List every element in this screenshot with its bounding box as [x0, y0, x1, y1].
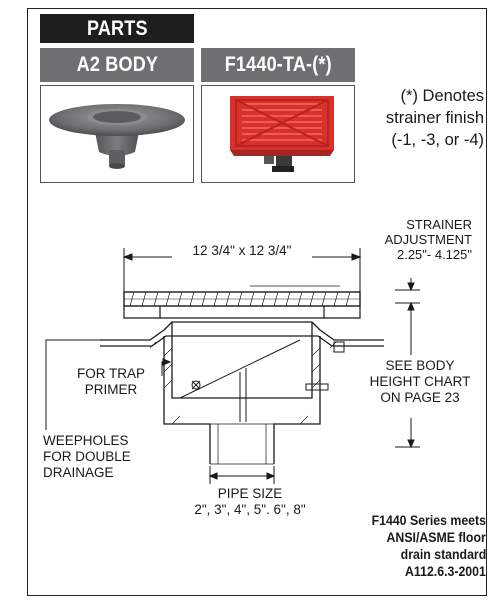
body-photo [40, 85, 194, 183]
trap-primer-line-1: FOR TRAP [76, 366, 145, 381]
interior-baffle [179, 339, 329, 422]
spec-frame [27, 8, 487, 596]
finish-note-line-2: strainer finish [385, 109, 484, 127]
body-height-dimension [395, 314, 420, 449]
part-label-body: A2 BODY [76, 53, 158, 76]
pipe-size-title: PIPE SIZE [217, 486, 283, 501]
strainer-grate [123, 285, 361, 307]
width-dimension-line [122, 248, 362, 292]
weepholes-leader [45, 339, 100, 430]
standard-line-1: F1440 Series meets [371, 512, 486, 528]
adjustable-collar [123, 306, 361, 319]
finish-note-line-1: (*) Denotes [400, 87, 484, 105]
weepholes-line-2: FOR DOUBLE [43, 449, 131, 464]
strainer-image [230, 96, 334, 172]
body-height-callout: SEE BODY HEIGHT CHART ON PAGE 23 [360, 358, 480, 406]
strainer-adjustment-dimension [395, 278, 420, 314]
standard-statement: F1440 Series meets ANSI/ASME floor drain… [300, 512, 486, 580]
weepholes-line-1: WEEPHOLES [43, 433, 129, 448]
width-dimension-label: 12 3/4" x 12 3/4" [192, 243, 292, 258]
weepholes-line-3: DRAINAGE [43, 465, 114, 480]
body-hatching [149, 341, 337, 425]
weepholes-callout: WEEPHOLES FOR DOUBLE DRAINAGE [43, 433, 183, 481]
trap-primer-leader [161, 341, 345, 376]
parts-header: PARTS [40, 14, 194, 43]
finish-note: (*) Denotes strainer finish (-1, -3, or … [360, 85, 484, 151]
body-height-line-2: HEIGHT CHART [369, 374, 471, 389]
body-height-line-3: ON PAGE 23 [380, 390, 460, 405]
strainer-adjustment-line-2: ADJUSTMENT [384, 232, 472, 247]
body-height-line-1: SEE BODY [385, 358, 455, 373]
strainer-adjustment-callout: STRAINER ADJUSTMENT 2.25"- 4.125" [330, 217, 472, 262]
strainer-photo [201, 85, 355, 183]
part-header-strainer: F1440-TA-(*) [201, 48, 355, 82]
finish-note-line-3: (-1, -3, or -4) [391, 131, 484, 149]
drain-body-image [49, 104, 185, 169]
pipe-size-dimension [208, 466, 276, 484]
part-label-strainer: F1440-TA-(*) [224, 53, 332, 76]
strainer-adjustment-line-1: STRAINER [406, 217, 472, 232]
parts-header-label: PARTS [86, 16, 148, 40]
pipe-size-values: 2", 3", 4", 5". 6", 8" [194, 502, 306, 517]
standard-line-2: ANSI/ASME floor [386, 529, 486, 545]
standard-line-4: A112.6.3-2001 [405, 563, 486, 579]
trap-primer-line-2: PRIMER [84, 382, 138, 397]
strainer-adjustment-line-3: 2.25"- 4.125" [396, 247, 472, 262]
part-header-body: A2 BODY [40, 48, 194, 82]
standard-line-3: drain standard [400, 546, 486, 562]
pipe-size-callout: PIPE SIZE 2", 3", 4", 5". 6", 8" [150, 486, 350, 518]
trap-primer-callout: FOR TRAP PRIMER [56, 366, 166, 398]
